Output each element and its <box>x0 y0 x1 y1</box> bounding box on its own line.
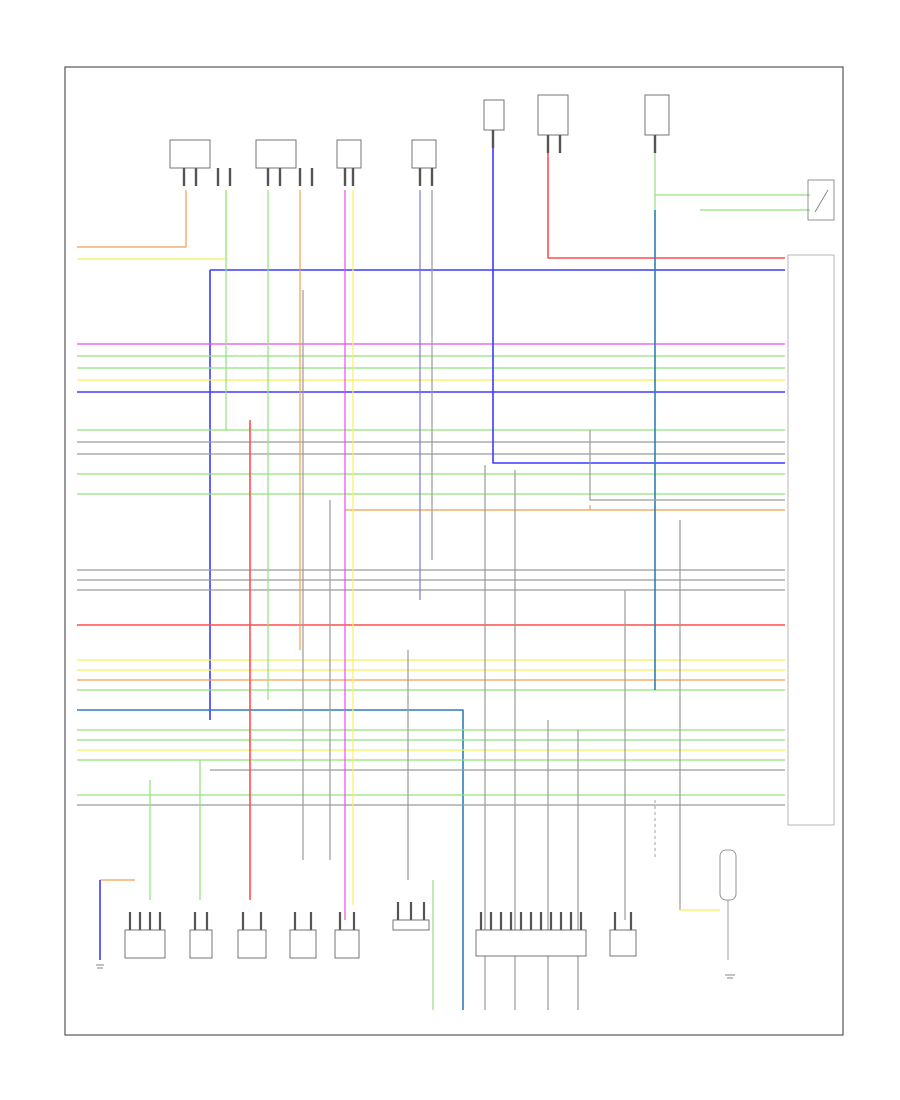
relay-switch-contact <box>814 189 829 213</box>
wire-orange <box>77 190 187 248</box>
relay-switch-box <box>807 179 835 221</box>
sensor-component <box>719 849 737 901</box>
wire-blue <box>492 130 785 464</box>
connector-group <box>124 94 670 959</box>
top-connector <box>483 99 505 131</box>
wire-gray <box>589 430 785 501</box>
module-pin-strip <box>787 254 835 826</box>
bottom-connector <box>237 929 267 959</box>
bottom-connector <box>475 929 587 957</box>
bottom-connector <box>609 929 637 957</box>
top-connector <box>644 94 670 136</box>
wire-teal <box>77 709 464 1010</box>
bottom-connector <box>124 929 166 959</box>
top-connector <box>255 139 297 169</box>
bottom-connector <box>334 929 360 959</box>
wire-group <box>77 130 810 1010</box>
top-connector <box>537 94 569 136</box>
top-connector <box>411 139 437 169</box>
wire-yellow <box>77 190 227 260</box>
top-connector <box>169 139 211 169</box>
bottom-connector <box>189 929 213 959</box>
wire-red <box>547 150 785 259</box>
top-connector <box>336 139 362 169</box>
bottom-connector <box>289 929 317 959</box>
ground-symbols <box>96 964 735 979</box>
diagram-frame <box>64 66 844 1036</box>
bottom-connector <box>392 919 430 931</box>
